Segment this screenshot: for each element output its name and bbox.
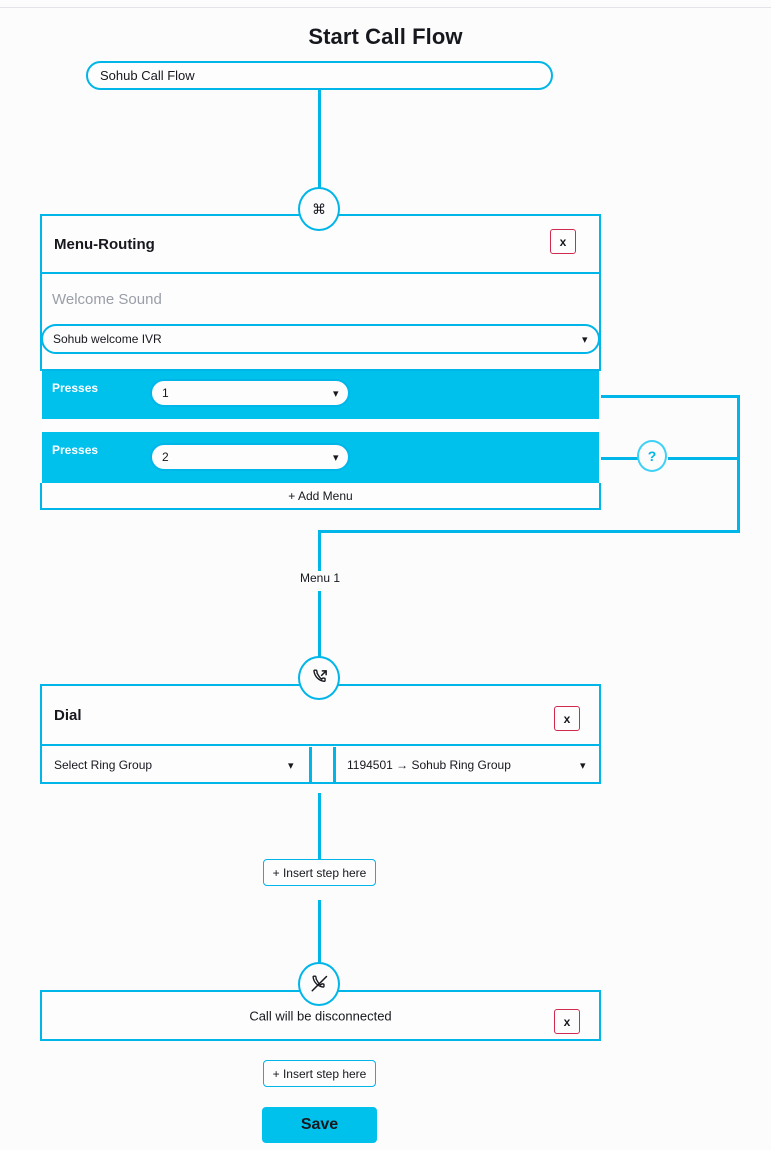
- connector-dial-to-insert: [318, 793, 321, 859]
- branch-help-icon[interactable]: ?: [637, 440, 667, 472]
- dial-divider-right: [333, 747, 336, 783]
- branch-right-segment: [737, 395, 740, 533]
- presses-label-2: Presses: [52, 443, 99, 457]
- insert-step-button-2[interactable]: + Insert step here: [263, 1060, 376, 1087]
- page-title: Start Call Flow: [308, 24, 463, 49]
- top-divider: [0, 7, 771, 8]
- branch-stub-to-help: [601, 457, 638, 460]
- save-button[interactable]: Save: [262, 1107, 377, 1143]
- branch-bottom-segment: [318, 530, 740, 533]
- phone-off-icon: [298, 962, 340, 1006]
- dial-target-select[interactable]: 1194501 → Sohub Ring Group: [337, 751, 597, 779]
- phone-outgoing-glyph: [313, 669, 327, 683]
- presses-label-1: Presses: [52, 381, 99, 395]
- presses-row-gap: [42, 419, 599, 432]
- insert-step-button-1[interactable]: + Insert step here: [263, 859, 376, 886]
- menu-routing-body-card: [40, 274, 601, 371]
- connector-menu-to-dial: [318, 591, 321, 657]
- menu-routing-title: Menu-Routing: [54, 235, 155, 253]
- connector-insert-to-hangup: [318, 900, 321, 964]
- branch-top-segment: [601, 395, 740, 398]
- welcome-sound-select[interactable]: Sohub welcome IVR: [41, 324, 600, 354]
- flow-name-input[interactable]: [86, 61, 553, 90]
- welcome-sound-label: Welcome Sound: [52, 291, 162, 308]
- dial-close-button[interactable]: x: [554, 706, 580, 731]
- branch-stub-from-help: [668, 457, 740, 460]
- branch-down-to-label: [318, 530, 321, 571]
- hangup-text: Call will be disconnected: [249, 1008, 392, 1023]
- presses-select-2[interactable]: 1234567890: [150, 443, 350, 471]
- dial-divider-left: [309, 747, 312, 783]
- command-glyph: ⌘: [312, 201, 326, 217]
- connector-flowname-to-menu: [318, 90, 321, 188]
- presses-select-1[interactable]: 1234567890: [150, 379, 350, 407]
- menu-branch-label: Menu 1: [278, 571, 362, 585]
- phone-off-glyph: [311, 975, 328, 992]
- phone-outgoing-icon: [298, 656, 340, 700]
- dial-target-type-select[interactable]: Select Ring GroupSelect ExtensionSelect …: [44, 751, 306, 779]
- dial-title: Dial: [54, 706, 82, 724]
- hangup-close-button[interactable]: x: [554, 1009, 580, 1034]
- command-icon: ⌘: [298, 187, 340, 231]
- menu-routing-close-button[interactable]: x: [550, 229, 576, 254]
- add-menu-button[interactable]: + Add Menu: [288, 489, 353, 503]
- menu-routing-footer-card: [40, 483, 601, 510]
